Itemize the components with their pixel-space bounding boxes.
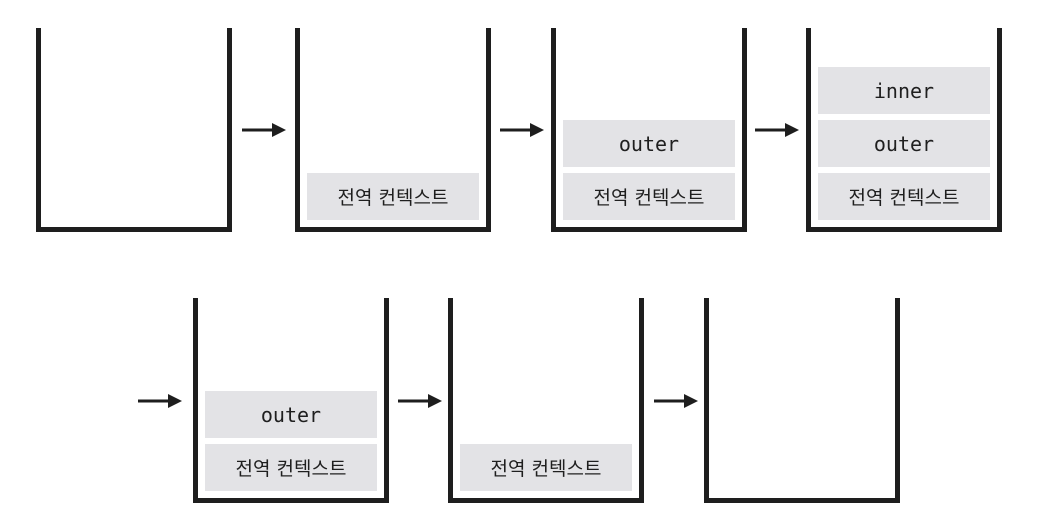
arrow-right-icon [755,123,799,137]
global-context-frame: 전역 컨텍스트 [205,444,377,491]
stack-4: inner outer 전역 컨텍스트 [806,28,1002,232]
global-context-frame: 전역 컨텍스트 [563,173,735,220]
inner-frame: inner [818,67,990,114]
arrow-right-icon [398,394,442,408]
stack-6: 전역 컨텍스트 [448,298,644,503]
arrow-right-icon [654,394,698,408]
stack-7-empty [704,298,900,503]
global-context-frame: 전역 컨텍스트 [460,444,632,491]
global-context-frame: 전역 컨텍스트 [818,173,990,220]
stack-1-empty [36,28,232,232]
outer-frame: outer [205,391,377,438]
outer-frame: outer [563,120,735,167]
stack-2: 전역 컨텍스트 [295,28,491,232]
arrow-right-icon [138,394,182,408]
arrow-right-icon [500,123,544,137]
stack-3: outer 전역 컨텍스트 [551,28,747,232]
global-context-frame: 전역 컨텍스트 [307,173,479,220]
stack-5: outer 전역 컨텍스트 [193,298,389,503]
arrow-right-icon [242,123,286,137]
outer-frame: outer [818,120,990,167]
